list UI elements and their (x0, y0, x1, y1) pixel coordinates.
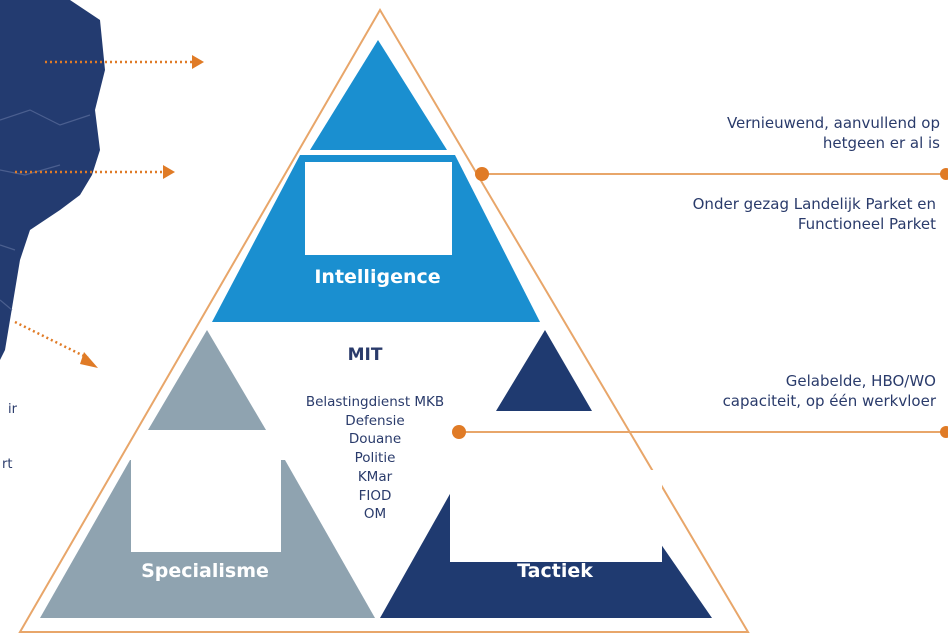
intelligence-white-box (305, 162, 452, 255)
mit-members-list: Belastingdienst MKB Defensie Douane Poli… (275, 393, 475, 524)
member-item: OM (363, 506, 387, 523)
map-edge-text-2: rt (2, 457, 13, 472)
arrow-head-2 (163, 165, 175, 179)
note-top-block-2: Onder gezag Landelijk Parket en Function… (693, 194, 936, 234)
connector-dot-top-end (940, 168, 948, 180)
note-top-block-1: Vernieuwend, aanvullend op hetgeen er al… (727, 113, 940, 153)
arrow-head-3 (80, 352, 98, 368)
top-triangle (310, 40, 447, 150)
member-item: Politie (354, 450, 396, 467)
member-item: Douane (348, 431, 402, 448)
connector-dot-mid (452, 425, 466, 439)
note-top-line-2: hetgeen er al is (822, 134, 940, 152)
note-top-line-4: Functioneel Parket (797, 215, 936, 233)
connector-dot-top (475, 167, 489, 181)
mit-title: MIT (347, 345, 383, 365)
map-edge-text-1: ir (8, 402, 17, 417)
specialisme-white-box (131, 455, 281, 552)
connector-dot-mid-end (940, 426, 948, 438)
tactiek-white-box (450, 470, 662, 562)
map-border-line (0, 109, 91, 311)
map-shape (0, 0, 105, 360)
note-top-line-1: Vernieuwend, aanvullend op (726, 114, 940, 132)
member-item: KMar (357, 468, 393, 485)
map-arrows (14, 60, 192, 360)
arrow-head-1 (192, 55, 204, 69)
note-mid-block: Gelabelde, HBO/WO capaciteit, op één wer… (723, 371, 936, 411)
member-item: Defensie (345, 412, 405, 429)
tactiek-label: Tactiek (517, 560, 593, 582)
specialisme-label: Specialisme (141, 560, 269, 582)
note-mid-line-2: capaciteit, op één werkvloer (722, 392, 936, 410)
member-item: FIOD (358, 487, 392, 504)
right-middle-triangle (496, 330, 592, 411)
intelligence-label: Intelligence (314, 266, 441, 288)
left-middle-triangle (148, 330, 266, 430)
member-item: Belastingdienst MKB (305, 394, 445, 410)
note-mid-line-1: Gelabelde, HBO/WO (785, 372, 936, 390)
arrow-line-3 (14, 320, 89, 360)
note-top-line-3: Onder gezag Landelijk Parket en (692, 195, 936, 213)
pyramid-outline (18, 8, 750, 633)
